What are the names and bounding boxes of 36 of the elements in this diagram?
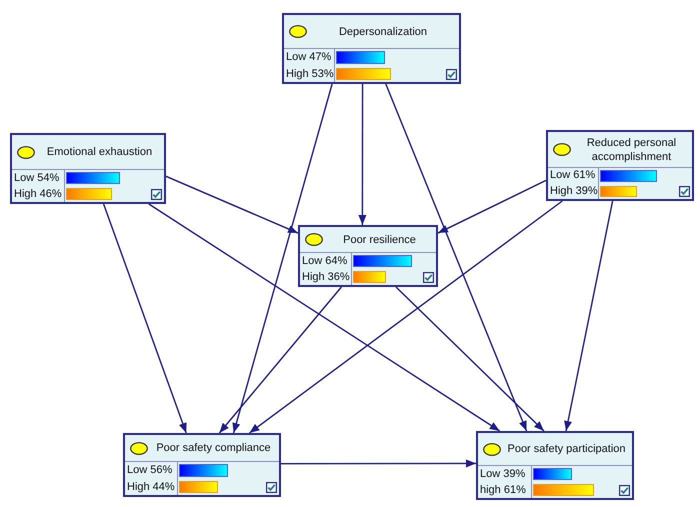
state-label: Low 64%: [302, 254, 348, 269]
state-label: Low 54%: [14, 171, 60, 186]
network-node: [10, 133, 166, 204]
state-label: Low 61%: [550, 168, 596, 183]
node-title: Depersonalization: [338, 24, 428, 38]
state-label: High 36%: [302, 270, 350, 285]
state-label: Low 47%: [286, 50, 332, 65]
node-title: Poor safety participation: [507, 442, 626, 456]
arrow: [218, 286, 342, 434]
arrow: [358, 84, 366, 225]
network-node: [298, 225, 438, 287]
network-node: [123, 433, 281, 497]
arrow: [166, 176, 298, 234]
network-node: [476, 431, 634, 500]
arrow: [102, 204, 187, 434]
network-node: [282, 13, 461, 84]
network-node: [546, 130, 694, 201]
arrow: [564, 200, 614, 432]
node-title: Poor resilience: [343, 232, 416, 246]
node-title: Emotional exhaustion: [46, 145, 152, 159]
state-label: high 61%: [480, 483, 526, 498]
arrow: [248, 200, 563, 434]
node-title: Poor safety compliance: [156, 441, 271, 455]
state-label: High 39%: [550, 184, 598, 198]
node-title: Reduced personal accomplishment: [586, 136, 678, 164]
arrow: [438, 180, 546, 234]
arrow: [232, 84, 333, 434]
arrow: [281, 459, 476, 468]
state-label: High 46%: [14, 187, 62, 202]
arrow: [385, 84, 528, 432]
arrow: [148, 203, 500, 432]
arrow: [396, 286, 544, 432]
state-label: High 44%: [127, 480, 175, 494]
state-label: High 53%: [286, 66, 334, 82]
state-label: Low 39%: [480, 467, 526, 482]
state-label: Low 56%: [127, 463, 172, 478]
